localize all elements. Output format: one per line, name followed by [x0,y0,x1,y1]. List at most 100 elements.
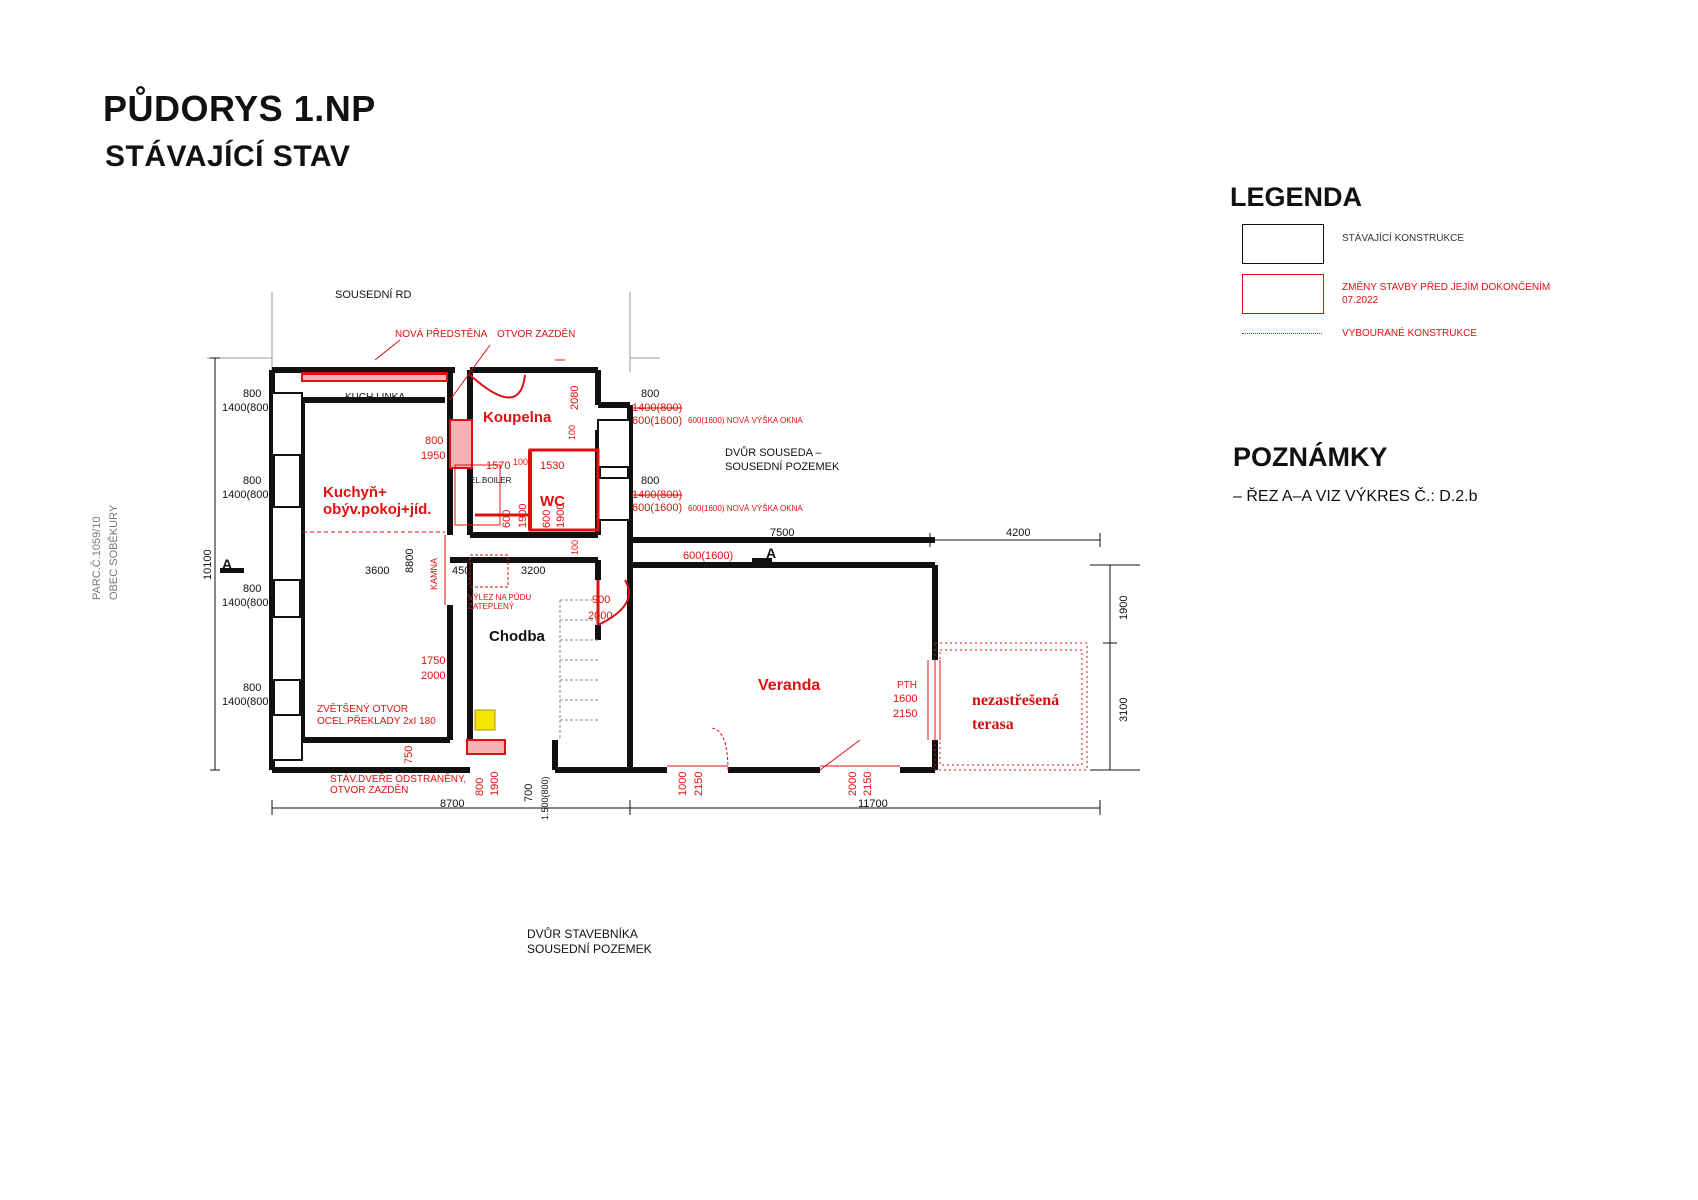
note-item: – ŘEZ A–A VIZ VÝKRES Č.: D.2.b [1233,488,1478,505]
window-note-1: 600(1600) NOVÁ VÝŠKA OKNA [688,416,803,425]
dim-8700: 8700 [440,798,464,810]
dim-2150-b: 2150 [693,772,705,796]
room-kuchyn-line2: obýv.pokoj+jíd. [323,501,432,518]
dim-800-r1: 800 [641,388,659,400]
legend-label-demolished: VYBOURANÉ KONSTRUKCE [1342,328,1478,339]
left-windows [271,392,303,761]
room-chodba: Chodba [489,628,545,645]
dim-1400-r2: 1400(800) [632,489,682,501]
otvor-zazden-label: OTVOR ZAZDĚN [497,327,575,340]
staircase [559,599,598,740]
dim-600-1600-r2: 600(1600) [632,502,682,514]
dimension-lines [210,357,1140,815]
drawing-subtitle: STÁVAJÍCÍ STAV [105,140,351,173]
dim-11700: 11700 [858,798,888,810]
section-a-right: A [766,545,776,561]
zvetseny-line2: OCEL.PŘEKLADY 2xI 180 [317,714,436,727]
parcel-line1: PARC.Č.1059/10 [90,516,103,600]
dim-600-b: 600 [541,510,553,528]
dim-1400-2: 1400(800) [222,489,272,501]
dim-2000-b: 2000 [421,670,445,682]
dim-1900-a: 1900 [517,504,529,528]
right-windows [597,419,631,521]
drawing-title: PŮDORYS 1.NP [103,88,376,129]
dim-1500-800: 1.500(800) [540,776,550,820]
terrace-outline [934,642,1088,771]
room-veranda: Veranda [758,677,820,694]
stav-dvere-line1: STÁV.DVEŘE ODSTRANĚNY, [330,772,466,785]
room-kuchyn-line1: Kuchyň+ [323,484,387,501]
dim-2150-a: 2150 [893,708,917,720]
pth-label: PTH [897,680,917,691]
dim-800-4: 800 [243,682,261,694]
dim-8800: 8800 [404,549,416,573]
section-marks [220,558,772,573]
dvur-stavebnika-line1: DVŮR STAVEBNÍKA [527,926,638,941]
window-note-2: 600(1600) NOVÁ VÝŠKA OKNA [688,504,803,513]
dim-800-bath: 800 [425,435,443,447]
legend-swatch-demolished [1242,333,1322,334]
dim-600-a: 600 [501,510,513,528]
dim-1750: 1750 [421,655,445,667]
dim-700: 700 [523,784,535,802]
dim-1530: 1530 [540,460,564,472]
dvur-stavebnika-line2: SOUSEDNÍ POZEMEK [527,941,652,956]
legend-swatch-existing [1242,224,1324,264]
parcel-line2: OBEC SOBĚKURY [107,504,120,600]
dim-3100: 3100 [1118,698,1130,722]
dim-1900-b: 1900 [555,504,567,528]
legend-label-changes: ZMĚNY STAVBY PŘED JEJÍM DOKONČENÍM [1342,282,1551,293]
dim-1400-4: 1400(800) [222,696,272,708]
section-a-left: A [222,556,232,572]
nova-predstena-label: NOVÁ PŘEDSTĚNA [395,327,488,340]
el-boiler-label: EL.BOILER [470,476,512,485]
kamna-label: KAMNA [429,558,439,590]
dim-100-c: 100 [570,540,580,555]
room-wc: WC [540,493,565,510]
dim-4200: 4200 [1006,527,1030,539]
dim-3200: 3200 [521,565,545,577]
plan-labels: SOUSEDNÍ RD NOVÁ PŘEDSTĚNA OTVOR ZAZDĚN … [90,288,1059,956]
dimension-labels: 10100 8700 11700 7500 4200 1900 3100 360… [202,386,1130,820]
dim-2000-c: 2000 [847,772,859,796]
dim-800-r2: 800 [641,475,659,487]
legend-label-existing: STÁVAJÍCÍ KONSTRUKCE [1342,233,1465,244]
room-terasa-line1: nezastřešená [972,692,1059,709]
dim-1600: 1600 [893,693,917,705]
room-koupelna: Koupelna [483,409,552,426]
dim-10100: 10100 [202,549,214,580]
legend-heading: LEGENDA [1230,182,1363,212]
dim-1000: 1000 [677,772,689,796]
dim-100-b: 100 [567,425,577,440]
dim-1570: 1570 [486,460,510,472]
dim-800-3: 800 [243,583,261,595]
dim-2150-c: 2150 [862,772,874,796]
dim-100-a: 100 [513,457,528,467]
dim-600-1600-r1: 600(1600) [632,415,682,427]
dim-2000-a: 2000 [588,610,612,622]
legend-label-changes-date: 07.2022 [1342,295,1379,306]
dim-800-2: 800 [243,475,261,487]
dim-1900-door: 1900 [489,772,501,796]
dim-1900: 1900 [1118,596,1130,620]
kuch-linka-label: KUCH.LINKA [345,392,405,403]
dim-2080: 2080 [569,386,581,410]
dim-3600: 3600 [365,565,389,577]
zvetseny-line1: ZVĚTŠENÝ OTVOR [317,702,408,715]
dim-1400-1: 1400(800) [222,402,272,414]
dim-1400-r1: 1400(800) [632,402,682,414]
vylez-line1: VÝLEZ NA PŮDU [468,593,531,602]
stav-dvere-line2: OTVOR ZAZDĚN [330,783,408,796]
dim-7500: 7500 [770,527,794,539]
dim-600-1600-veranda: 600(1600) [683,550,733,562]
dim-800-1: 800 [243,388,261,400]
dim-800-door: 800 [474,778,486,796]
dvur-souseda-line2: SOUSEDNÍ POZEMEK [725,460,840,473]
dim-1950: 1950 [421,450,445,462]
dim-750: 750 [403,746,415,764]
dim-450: 450 [452,565,470,577]
legend-swatch-changes [1242,274,1324,314]
yellow-marker [474,709,496,731]
neighbor-top-label: SOUSEDNÍ RD [335,288,411,301]
